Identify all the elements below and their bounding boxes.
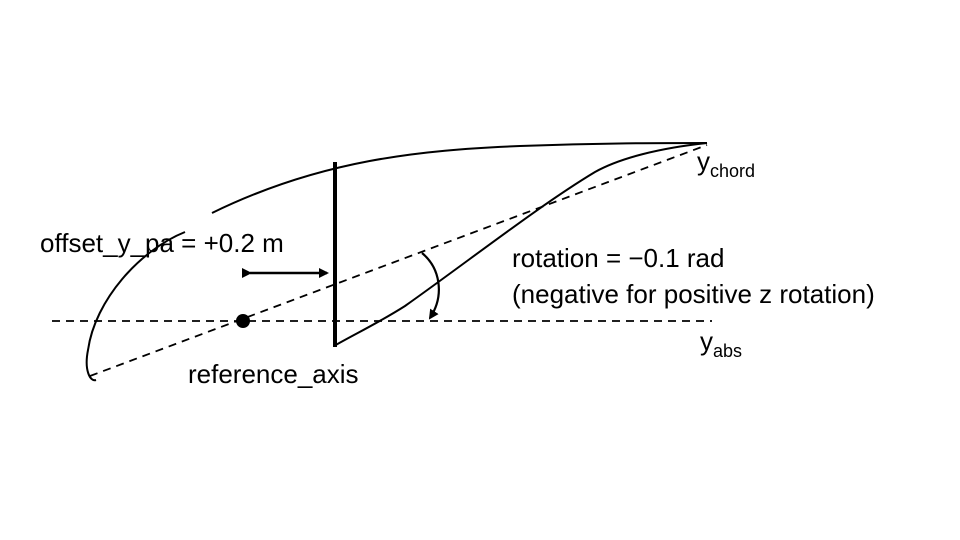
y-abs-subscript: abs	[713, 341, 743, 361]
airfoil-upper-surface	[211, 142, 708, 214]
rotation-arrow	[421, 252, 440, 320]
rotation-note-label: (negative for positive z rotation)	[512, 279, 875, 309]
airfoil-trailing-edge	[333, 142, 708, 347]
chord-line	[89, 144, 708, 377]
reference-axis-point	[236, 314, 250, 328]
y-abs-base: y	[700, 326, 713, 356]
y-abs-label: yabs	[700, 326, 743, 362]
y-chord-subscript: chord	[710, 161, 756, 181]
y-chord-label: ychord	[697, 146, 756, 182]
offset-label: offset_y_pa = +0.2 m	[40, 228, 284, 258]
rotation-label: rotation = −0.1 rad	[512, 243, 725, 273]
airfoil-leading-edge	[85, 231, 186, 382]
y-chord-base: y	[697, 146, 710, 176]
reference-axis-label: reference_axis	[188, 359, 359, 389]
